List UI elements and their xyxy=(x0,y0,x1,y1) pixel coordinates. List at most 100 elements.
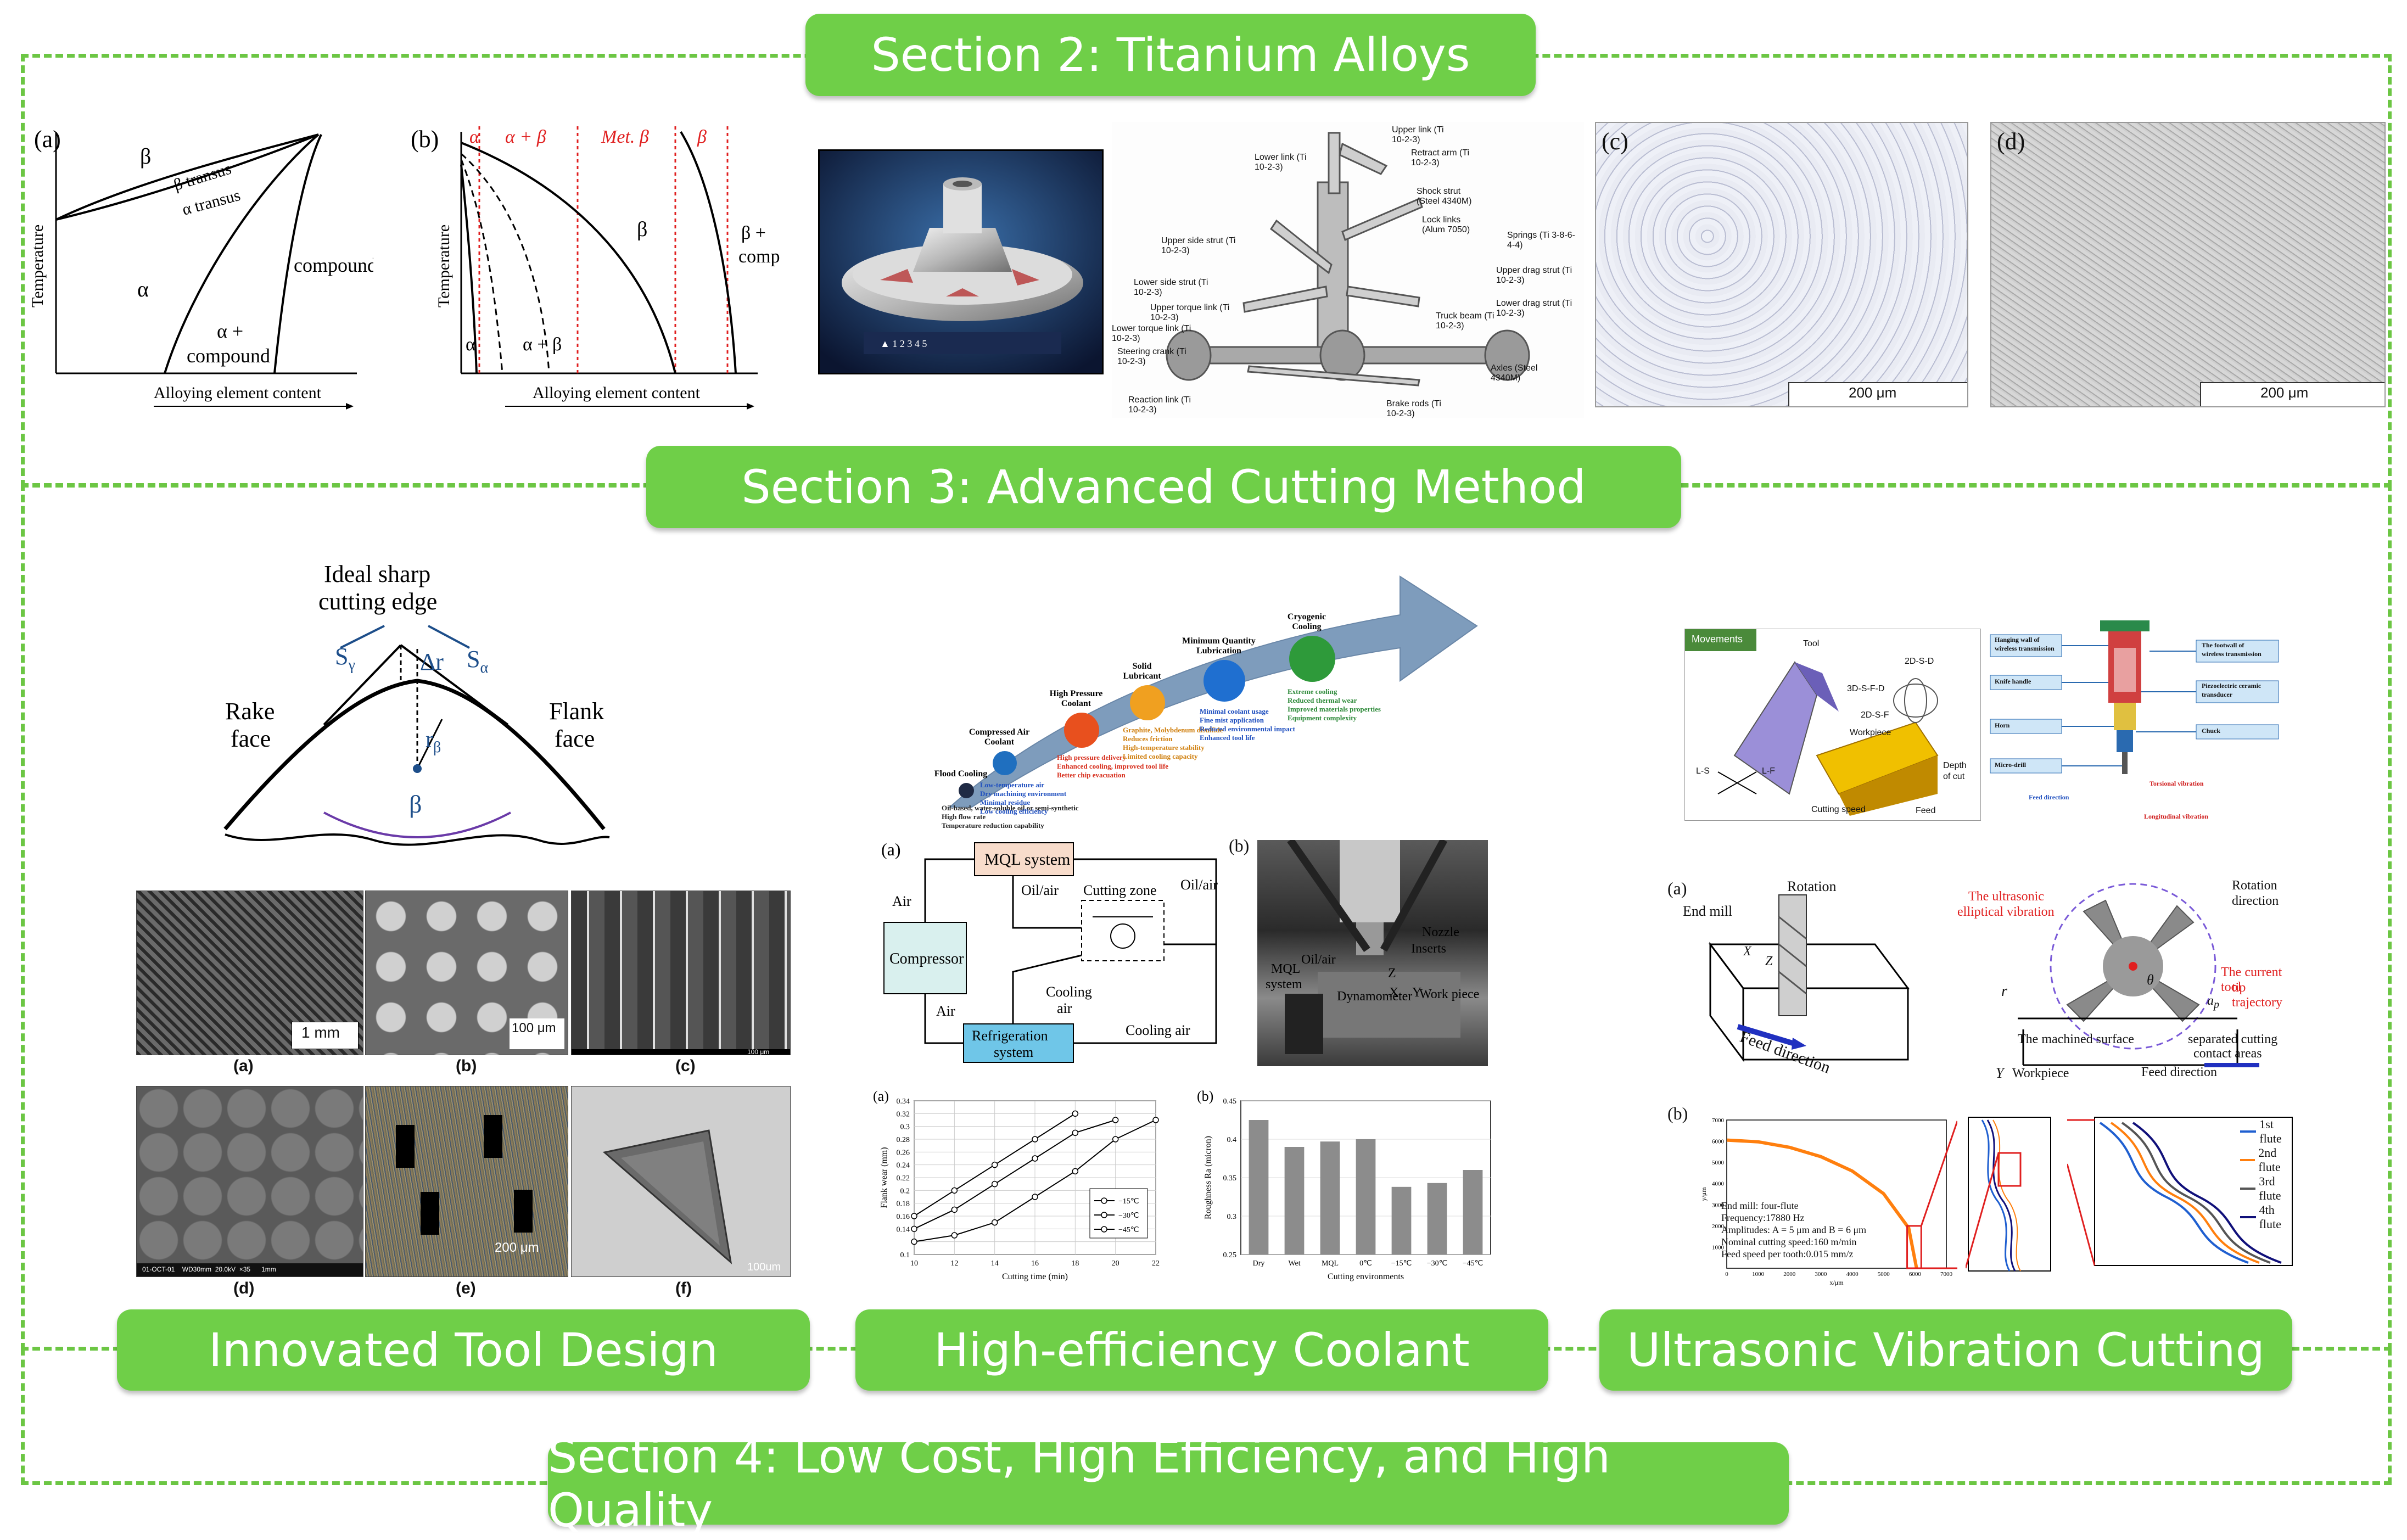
traj-info-2: Amplitudes: A = 5 μm and B = 6 μm xyxy=(1721,1224,1867,1235)
texture-a-scale: 1 mm xyxy=(301,1024,340,1041)
alpha-transus-line xyxy=(55,133,319,221)
texture-b-scalebox xyxy=(510,1018,564,1049)
rough-xtick-5: −30℃ xyxy=(1427,1259,1448,1268)
phase-a-ylabel: Temperature xyxy=(29,225,47,307)
ellip-rotation: Rotation xyxy=(1787,878,1837,894)
texture-e: 200 μm xyxy=(365,1086,568,1277)
wear-xtick-4: 18 xyxy=(1071,1259,1079,1268)
texture-d-tag: (d) xyxy=(233,1279,255,1297)
wear-legend-marker-0 xyxy=(1101,1197,1107,1204)
movements-cutting-speed: Cutting speed xyxy=(1811,805,1866,814)
traj-legend-2: 2nd flute xyxy=(2240,1146,2298,1174)
coolant-stage-dot-0 xyxy=(959,783,974,798)
rough-bar-4 xyxy=(1391,1186,1412,1255)
wear-point-2-1 xyxy=(951,1232,958,1239)
ellip-r: r xyxy=(2001,983,2007,1000)
wear-xtick-2: 14 xyxy=(991,1259,999,1268)
lg-shock-strut: Shock strut (Steel 4340M) xyxy=(1417,187,1472,206)
cutting-edge-diagram: Ideal sharp cutting edge Sγ Sα Δr rβ β R… xyxy=(223,561,610,846)
edge-rake-1: Rake xyxy=(225,698,275,725)
texture-d: 01-OCT-01 WD30mm 20.0kV ×35 1mm xyxy=(136,1086,363,1277)
wear-point-2-3 xyxy=(1032,1194,1038,1200)
micro-d-tag: (d) xyxy=(1997,128,2025,155)
texture-b-tag: (b) xyxy=(456,1057,477,1075)
ellip-z: Z xyxy=(1765,954,1773,968)
rough-ytick-3: 0.4 xyxy=(1227,1136,1237,1144)
wear-point-2-6 xyxy=(1152,1117,1159,1123)
subsection-ultra-banner: Ultrasonic Vibration Cutting xyxy=(1599,1309,2292,1391)
ellip-separated-1: separated cutting xyxy=(2188,1032,2278,1046)
lg-lower-torque-link: Lower torque link (Ti 10-2-3) xyxy=(1112,324,1191,343)
traj-xtick-5: 5000 xyxy=(1878,1271,1890,1278)
traj-ytick-1: 2000 xyxy=(1712,1223,1725,1230)
section-4-title: Section 4: Low Cost, High Efficiency, an… xyxy=(548,1430,1611,1537)
texture-c-tag: (c) xyxy=(675,1057,696,1075)
traj-info-3: Nominal cutting speed:160 m/min xyxy=(1721,1236,1857,1247)
traj-legend-3: 3rd flute xyxy=(2240,1174,2298,1203)
phase-b-ylabel: Temperature xyxy=(435,225,453,307)
refrig-label-2: system xyxy=(994,1044,1033,1060)
ellip-ultra-2: elliptical vibration xyxy=(1957,905,2055,919)
edge-center-dot xyxy=(413,764,422,773)
photo-y: Y xyxy=(1412,985,1422,1000)
micro-d-scale: 200 μm xyxy=(2260,384,2309,401)
phase-a-beta: β xyxy=(140,144,151,169)
movements-2d-s-f: 2D-S-F xyxy=(1861,710,1889,720)
edge-delta-r: Δr xyxy=(420,648,444,675)
lg-retract-arm: Retract arm (Ti 10-2-3) xyxy=(1411,148,1470,167)
traj-ylabel: y/μm xyxy=(1700,1187,1708,1201)
movements-depth-2: of cut xyxy=(1943,772,1965,781)
phase-a-xlabel: Alloying element content xyxy=(154,384,322,402)
compressor-label: Compressor xyxy=(889,950,964,967)
wear-xtick-5: 20 xyxy=(1112,1259,1119,1268)
edge-title-2: cutting edge xyxy=(318,588,437,615)
wear-ytick-12: 0.34 xyxy=(897,1097,910,1106)
rough-xtick-2: MQL xyxy=(1322,1259,1339,1268)
wear-ytick-7: 0.24 xyxy=(897,1162,910,1170)
traj-xtick-4: 4000 xyxy=(1846,1271,1859,1278)
subsection-ultra-title: Ultrasonic Vibration Cutting xyxy=(1627,1323,2265,1377)
phase-b-x-arrowhead xyxy=(747,403,754,410)
phase-b-beta: β xyxy=(637,218,647,241)
mql-setup-illustration xyxy=(1285,840,1460,1054)
wear-xtick-6: 22 xyxy=(1152,1259,1160,1268)
wear-ytick-2: 0.14 xyxy=(897,1225,910,1234)
subsection-coolant-title: High-efficiency Coolant xyxy=(934,1323,1470,1377)
mql-oilair-2: Oil/air xyxy=(1180,877,1218,893)
device-footwall-2: wireless transmission xyxy=(2202,650,2262,658)
rough-bar-2 xyxy=(1320,1141,1340,1255)
traj-zoom-line-1 xyxy=(1920,1121,1957,1227)
ellip-ap: ap xyxy=(2207,994,2219,1011)
phase-diagram-b: (b) α α + β Met. β β β β + comp. α α + β… xyxy=(411,126,780,410)
edge-s-gamma-arrow xyxy=(340,625,385,649)
wear-point-2-0 xyxy=(911,1238,917,1245)
texture-f: 100um xyxy=(571,1086,791,1277)
micro-c-scale: 200 μm xyxy=(1849,384,1897,401)
traj-curve xyxy=(1726,1138,1918,1269)
coolant-stage-desc-0: Oil-based, water-soluble oil or semi-syn… xyxy=(942,804,1079,829)
wear-legend-label-1: −30℃ xyxy=(1118,1212,1139,1220)
cutting-zone-tool xyxy=(1110,923,1135,949)
edge-beta-arc xyxy=(323,811,511,838)
edge-s-gamma: Sγ xyxy=(335,643,355,674)
ellip-separated-2: contact areas xyxy=(2193,1046,2262,1061)
ellip-ultra-1: The ultrasonic xyxy=(1968,889,2044,904)
phase-b-top-alpha: α xyxy=(469,127,480,147)
wear-point-1-5 xyxy=(1112,1117,1119,1123)
wear-tag: (a) xyxy=(873,1090,889,1104)
movements-ls: L-S xyxy=(1696,766,1710,776)
texture-e-rect-4 xyxy=(514,1190,533,1233)
wear-xtick-0: 10 xyxy=(910,1259,918,1268)
lg-steering-crank: Steering crank (Ti 10-2-3) xyxy=(1117,347,1186,366)
svg-text:▲ 1 2 3 4 5: ▲ 1 2 3 4 5 xyxy=(880,338,927,349)
lg-upper-drag-strut: Upper drag strut (Ti 10-2-3) xyxy=(1496,266,1572,285)
wear-ytick-11: 0.32 xyxy=(897,1110,910,1118)
movements-lf: L-F xyxy=(1762,766,1775,776)
device-knife: Knife handle xyxy=(1995,677,2031,685)
